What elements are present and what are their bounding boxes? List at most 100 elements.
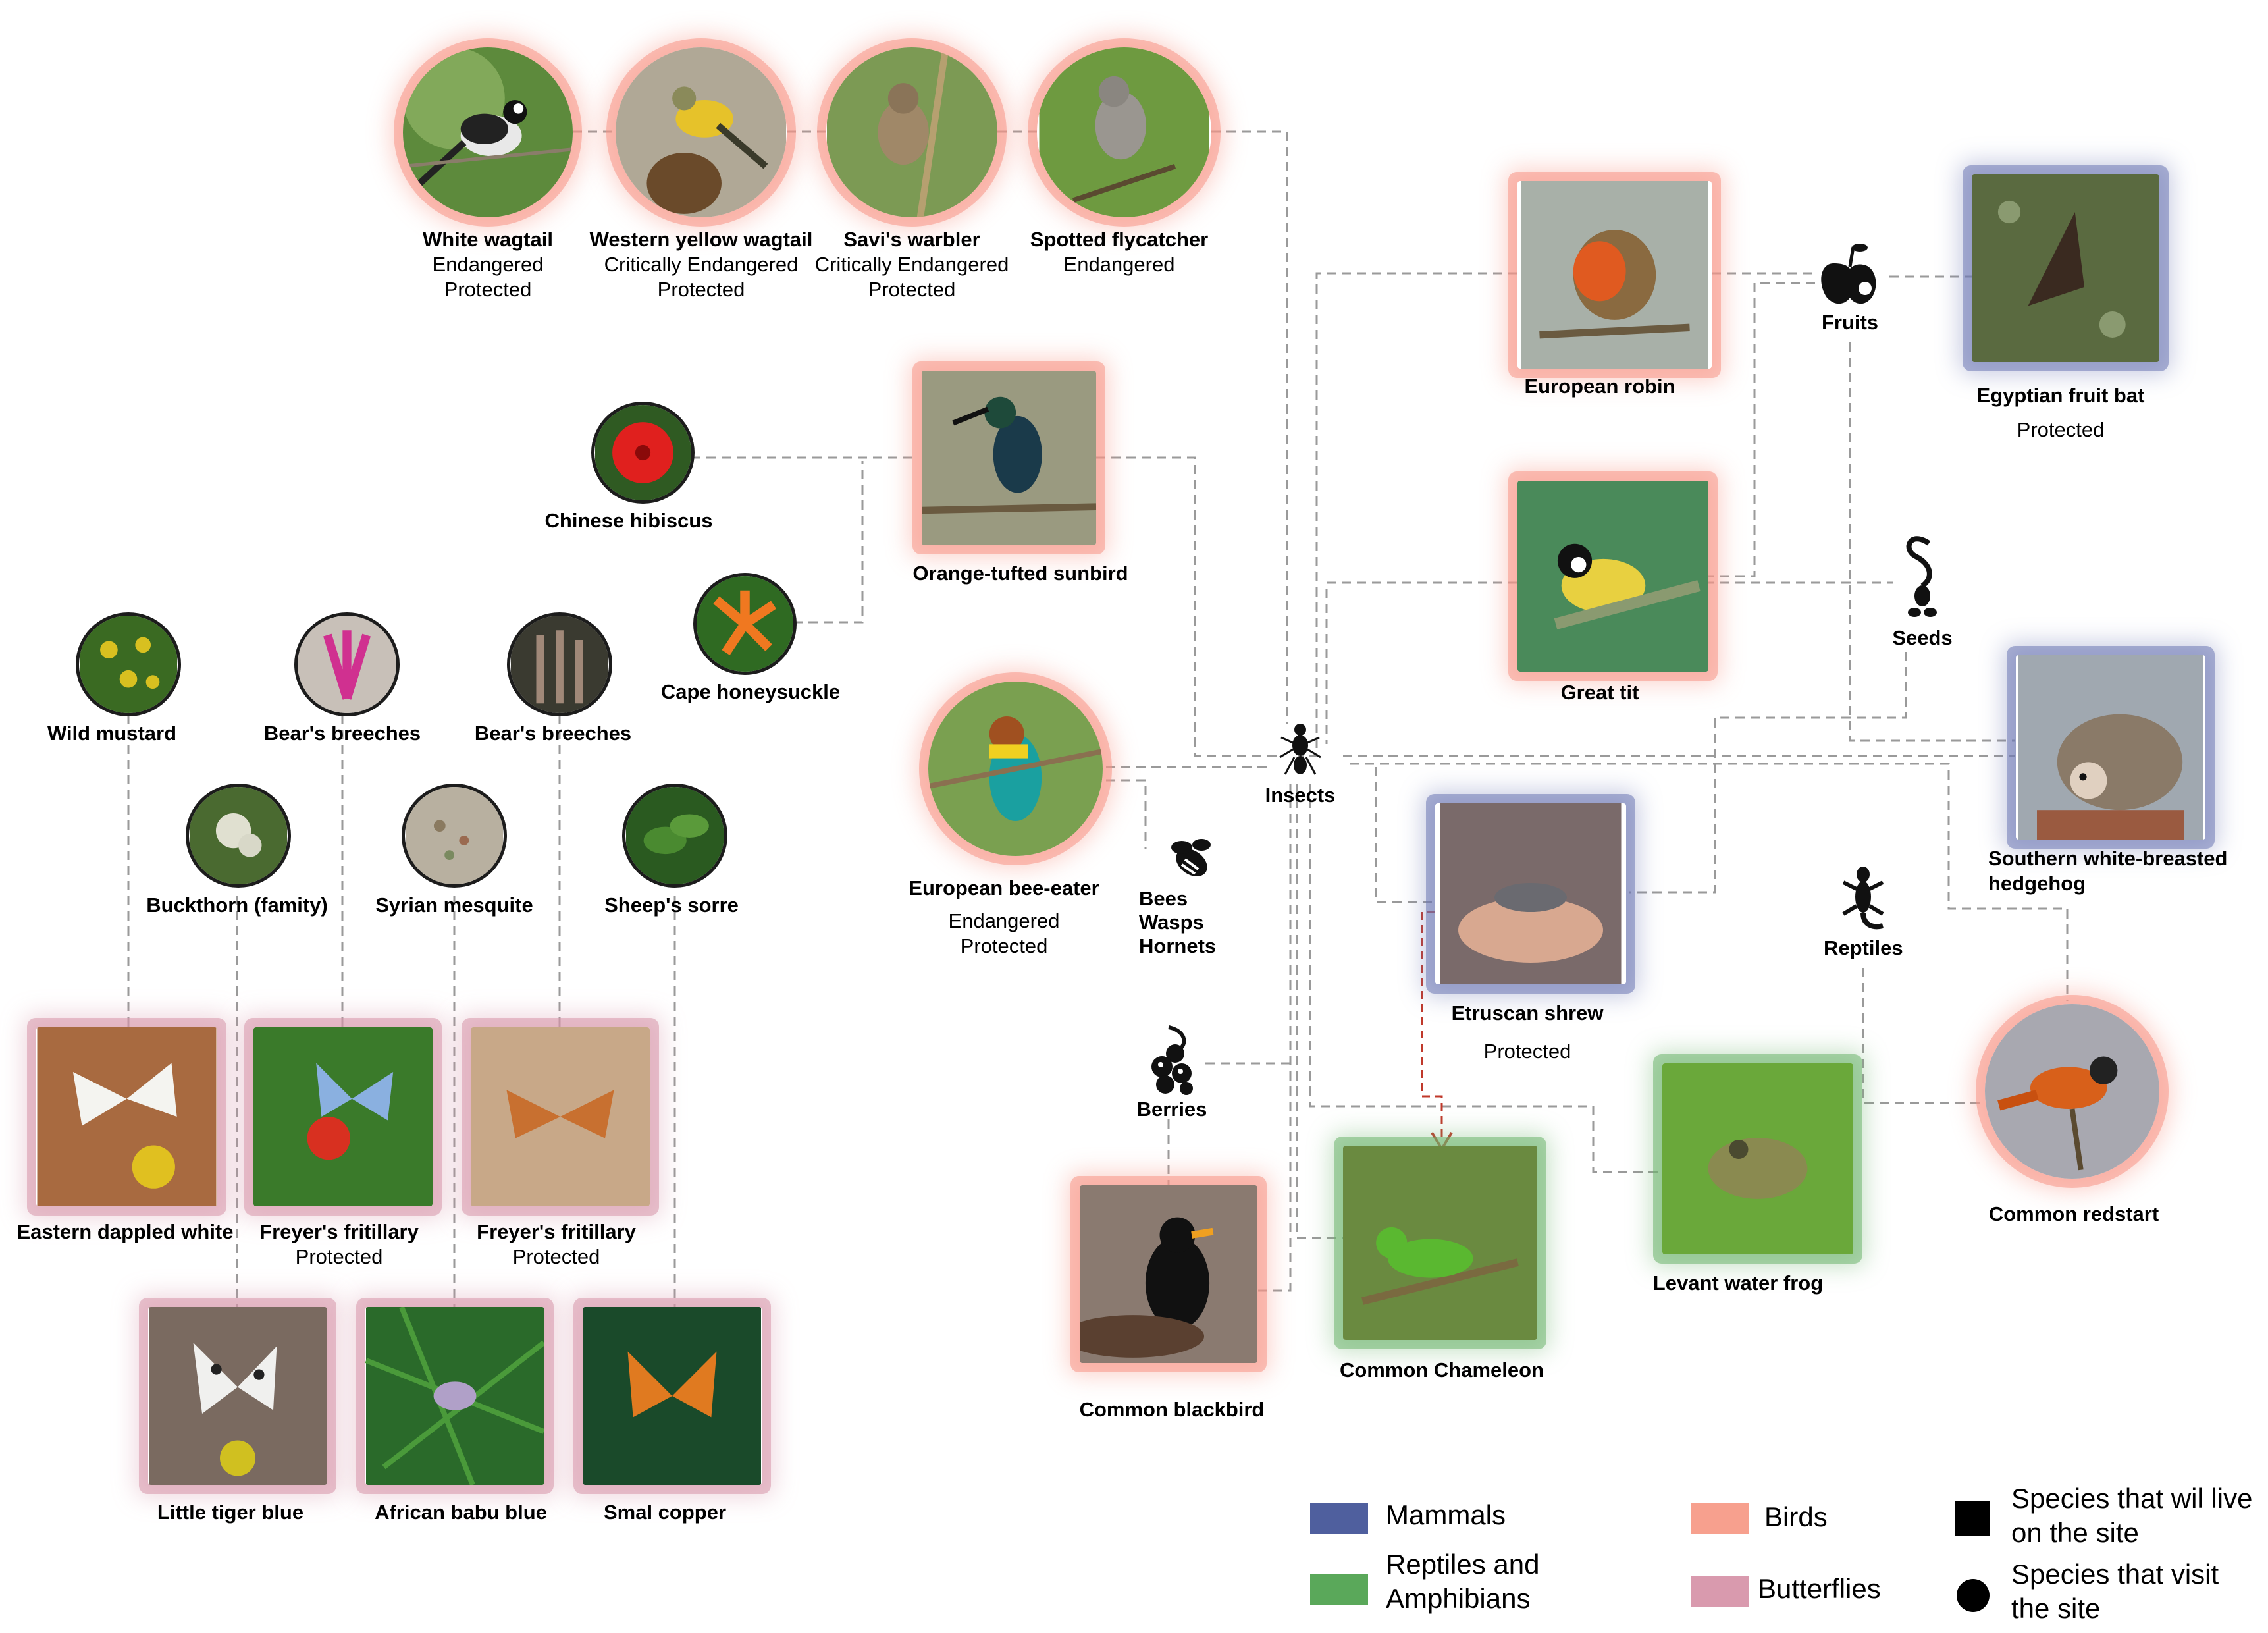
spotted-flycatcher-photo	[1037, 47, 1211, 217]
line-robin	[1300, 272, 1972, 757]
species-name: White wagtail	[422, 228, 554, 251]
african-babu-blue-label: African babu blue	[349, 1500, 573, 1525]
bears-breeches-2-label: Bear's breeches	[454, 721, 652, 746]
legend-reptiles-line1: Reptiles and	[1386, 1549, 1540, 1580]
hornets-line: Hornets	[1139, 934, 1217, 957]
species-name: Smal copper	[603, 1501, 727, 1524]
african-babu-blue-photo	[365, 1307, 544, 1485]
species-name: Bear's breeches	[263, 722, 421, 745]
species-name: African babu blue	[375, 1501, 547, 1524]
orange-tufted-sunbird-photo	[922, 371, 1096, 545]
species-status: Protected	[2017, 418, 2105, 441]
orange-tufted-sunbird-label: Orange-tufted sunbird	[895, 561, 1146, 586]
fruits-label: Fruits	[1821, 311, 1879, 334]
insects-label: Insects	[1265, 784, 1336, 807]
bees-line: Bees	[1139, 887, 1188, 910]
line-sunbird	[691, 456, 1277, 757]
species-name: Bear's breeches	[474, 722, 632, 745]
legend-mammals-swatch	[1310, 1503, 1368, 1534]
chinese-hibiscus-label: Chinese hibiscus	[523, 508, 734, 533]
species-status: Protected	[960, 934, 1048, 957]
species-name: Common Chameleon	[1339, 1358, 1544, 1381]
species-status: Endangered	[948, 909, 1060, 932]
species-status: Protected	[512, 1245, 600, 1268]
line-insects-blackbird	[1257, 784, 1292, 1292]
bears-breeches-1-label: Bear's breeches	[244, 721, 441, 746]
legend-reptiles-swatch	[1310, 1574, 1368, 1605]
smal-copper-photo	[583, 1307, 762, 1485]
bees-label: Bees Wasps Hornets	[1139, 887, 1238, 958]
bees-node: Bees Wasps Hornets	[1139, 833, 1238, 965]
species-status: Endangered	[432, 253, 544, 276]
legend-reptiles-label: Reptiles and Amphibians	[1386, 1547, 1539, 1616]
species-name: Syrian mesquite	[375, 894, 533, 917]
species-name: Levant water frog	[1652, 1272, 1824, 1295]
line-bee-eater	[1106, 766, 1271, 849]
egyptian-fruit-bat-label: Egyptian fruit bat Protected	[1949, 383, 2173, 442]
common-blackbird-label: Common blackbird	[1053, 1397, 1290, 1422]
etruscan-shrew-photo	[1435, 803, 1626, 984]
legend-live-label: Species that wil live on the site	[2011, 1482, 2253, 1550]
european-robin-label: European robin	[1488, 374, 1712, 399]
wild-mustard-label: Wild mustard	[20, 721, 204, 746]
legend-visit-line2: the site	[2011, 1593, 2101, 1624]
line-insects-right	[1343, 755, 2069, 1001]
chinese-hibiscus-photo	[594, 405, 691, 500]
species-name: Freyer's fritillary	[259, 1220, 419, 1243]
european-bee-eater-photo	[928, 682, 1103, 856]
freyers-fritillary-1-label: Freyer's fritillary Protected	[234, 1219, 444, 1270]
legend-visit-circle-icon	[1957, 1579, 1990, 1612]
eastern-dappled-white-photo	[36, 1027, 217, 1206]
freyers-fritillary-2-photo	[471, 1027, 650, 1206]
species-status: Protected	[295, 1245, 383, 1268]
legend-live-square-icon	[1955, 1501, 1990, 1536]
common-redstart-label: Common redstart	[1962, 1202, 2186, 1227]
great-tit-label: Great tit	[1488, 680, 1712, 705]
arrow-shrew-chameleon	[1421, 911, 1448, 1142]
species-name: Southern white-breasted	[1988, 847, 2228, 870]
species-name: Common redstart	[1988, 1202, 2159, 1225]
legend-live-line2: on the site	[2011, 1517, 2139, 1548]
legend-visit-line1: Species that visit	[2011, 1559, 2219, 1590]
buckthorn-photo	[189, 787, 288, 884]
species-name: Little tiger blue	[157, 1501, 304, 1524]
line-insects-down	[1296, 784, 1662, 1239]
reptiles-label: Reptiles	[1824, 936, 1903, 959]
species-name: Egyptian fruit bat	[1976, 384, 2145, 407]
species-name: Etruscan shrew	[1451, 1002, 1604, 1025]
common-redstart-photo	[1985, 1004, 2159, 1179]
species-status: Protected	[1483, 1040, 1571, 1063]
eastern-dappled-white-label: Eastern dappled white	[7, 1219, 244, 1245]
syrian-mesquite-photo	[405, 787, 504, 884]
spotted-flycatcher-label: Spotted flycatcher Endangered	[1007, 227, 1231, 277]
cape-honeysuckle-photo	[697, 576, 793, 672]
levant-water-frog-photo	[1662, 1063, 1853, 1254]
bee-icon	[1171, 839, 1211, 876]
species-name: Chinese hibiscus	[544, 509, 713, 532]
syrian-mesquite-label: Syrian mesquite	[356, 893, 553, 918]
egyptian-fruit-bat-photo	[1972, 174, 2159, 362]
species-name: Orange-tufted sunbird	[912, 562, 1128, 585]
european-robin-photo	[1517, 181, 1712, 369]
species-name: Western yellow wagtail	[589, 228, 813, 251]
species-name: Wild mustard	[47, 722, 177, 745]
species-name: Sheep's sorre	[604, 894, 739, 917]
berries-node: Berries	[1132, 1024, 1211, 1123]
fruits-icon	[1821, 244, 1876, 304]
line-reptiles-redstart	[1862, 968, 1985, 1104]
species-name: Cape honeysuckle	[660, 680, 841, 703]
legend-reptiles-line2: Amphibians	[1386, 1583, 1531, 1614]
species-name: Spotted flycatcher	[1030, 228, 1209, 251]
insects-node: Insects	[1264, 718, 1336, 807]
wild-mustard-photo	[79, 616, 178, 713]
southern-hedgehog-photo	[2016, 655, 2205, 840]
white-wagtail-photo	[403, 47, 573, 217]
little-tiger-blue-label: Little tiger blue	[125, 1500, 336, 1525]
savis-warbler-photo	[826, 47, 997, 217]
line-fruits-seeds	[1629, 342, 2015, 894]
species-name: Eastern dappled white	[16, 1220, 234, 1243]
common-blackbird-photo	[1080, 1185, 1257, 1363]
species-status: Protected	[444, 278, 532, 301]
berries-icon	[1151, 1025, 1193, 1095]
